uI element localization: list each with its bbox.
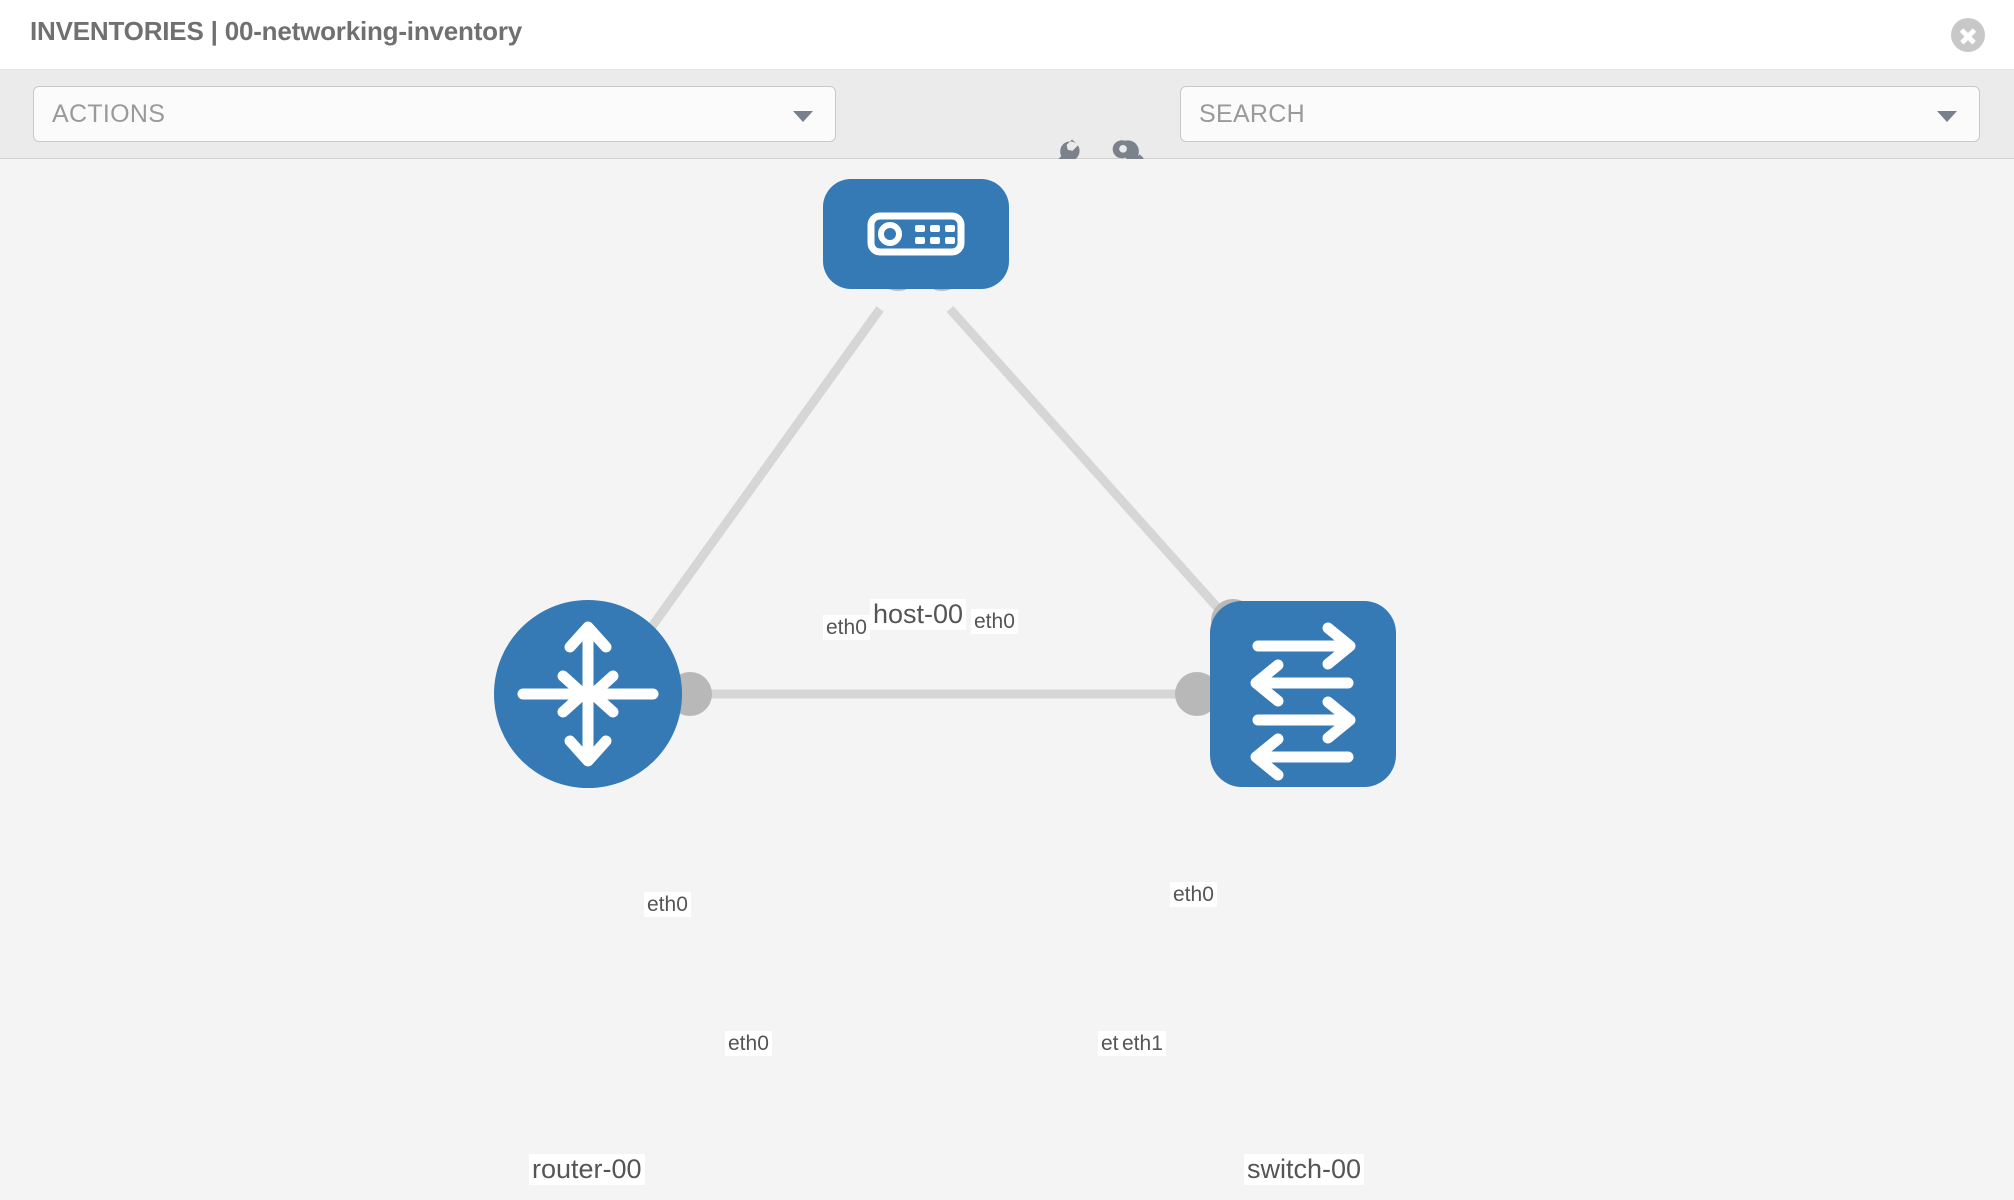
topology-links (621, 305, 1272, 699)
interface-label: eth1 (1119, 1031, 1166, 1056)
interface-label: eth0 (644, 892, 691, 917)
link-host-switch (946, 305, 1272, 668)
interface-label: eth0 (971, 609, 1018, 634)
topology-graph (494, 179, 1396, 788)
page-title: INVENTORIES | 00-networking-inventory (30, 16, 523, 46)
connector-switch-left (1175, 672, 1219, 716)
node-switch-00[interactable] (1210, 601, 1396, 787)
server-icon (867, 212, 965, 256)
interface-label: eth0 (1170, 882, 1217, 907)
close-icon[interactable] (1951, 18, 1985, 52)
page-header: INVENTORIES | 00-networking-inventory (0, 0, 2014, 70)
chevron-down-icon (793, 111, 813, 122)
link-host-router (621, 306, 884, 667)
switch-arrows-icon (1250, 622, 1356, 781)
node-label-switch-00: switch-00 (1244, 1154, 1365, 1185)
node-router-00[interactable] (494, 600, 682, 788)
node-label-host-00: host-00 (870, 599, 967, 630)
router-arrows-icon (517, 621, 659, 767)
interface-label: eth0 (823, 615, 870, 640)
search-placeholder: SEARCH (1199, 100, 1305, 128)
node-host-00[interactable] (823, 179, 1009, 289)
actions-dropdown-label: ACTIONS (52, 100, 166, 128)
interface-label: eth0 (725, 1031, 772, 1056)
node-label-router-00: router-00 (529, 1154, 645, 1185)
topology-canvas[interactable]: host-00 router-00 switch-00 eth0 eth0 et… (0, 159, 2014, 1200)
search-input[interactable]: SEARCH (1180, 86, 1980, 142)
actions-dropdown[interactable]: ACTIONS (33, 86, 836, 142)
chevron-down-icon (1937, 111, 1957, 122)
toolbar: ACTIONS SEARCH (0, 70, 2014, 175)
